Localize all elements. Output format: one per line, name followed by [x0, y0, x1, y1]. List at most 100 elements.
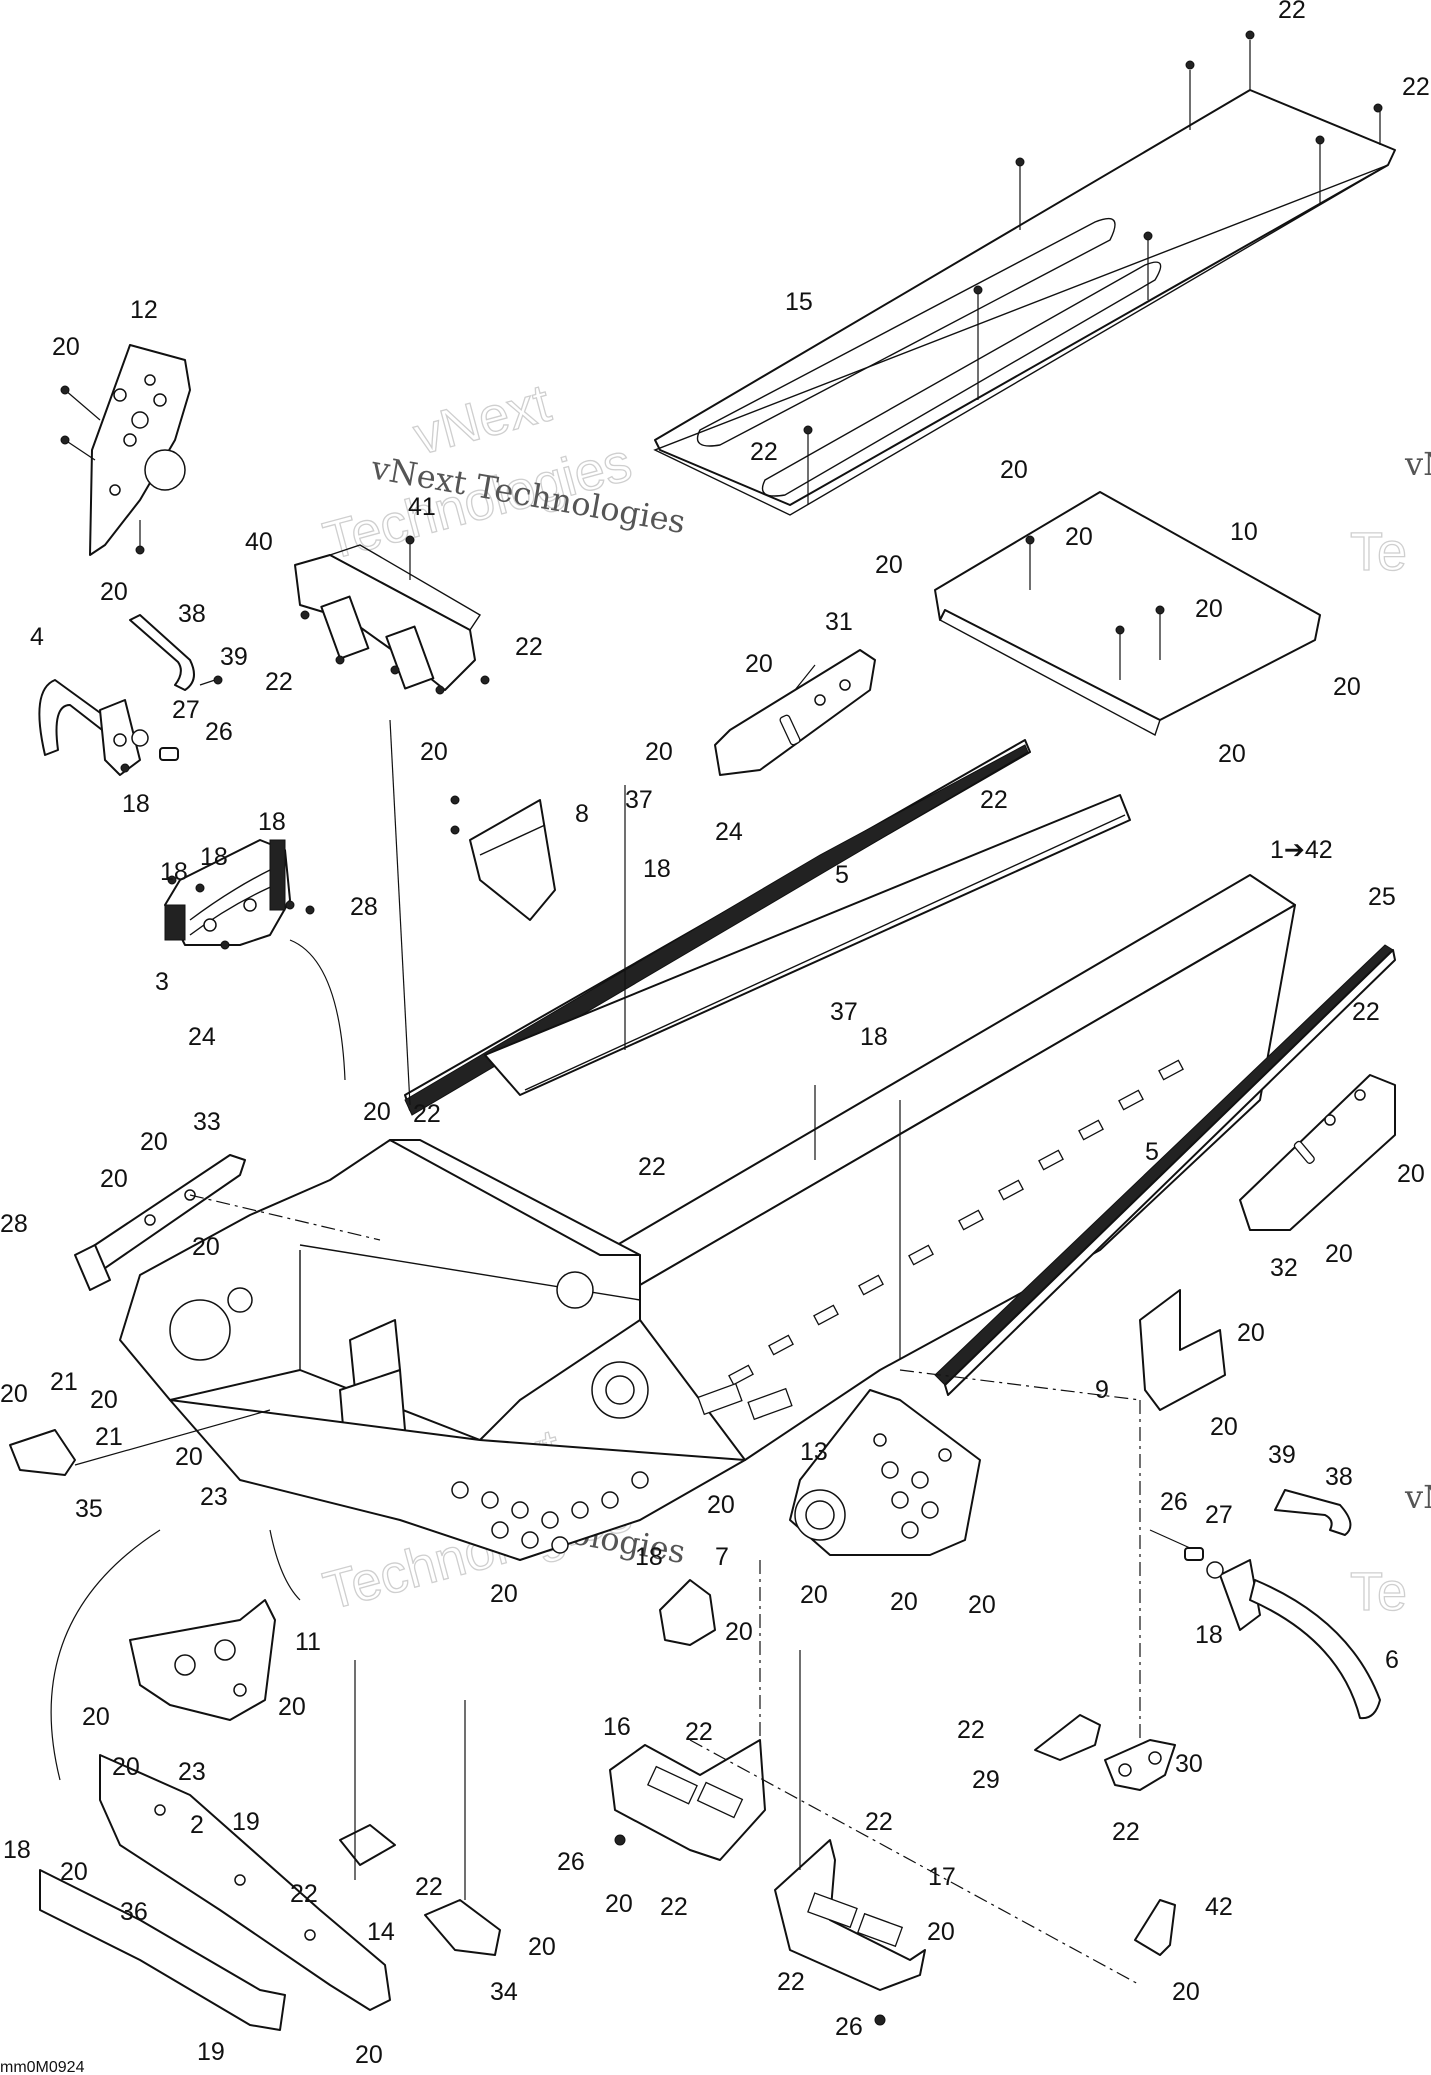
callout-20: 20 — [100, 578, 128, 606]
callout-22: 22 — [415, 1873, 443, 1901]
callout-32: 32 — [1270, 1254, 1298, 1282]
callout-20: 20 — [927, 1918, 955, 1946]
callout-20: 20 — [528, 1933, 556, 1961]
part-16-bracket — [609, 1739, 766, 1861]
callout-11: 11 — [295, 1628, 321, 1656]
callout-19: 19 — [232, 1808, 260, 1836]
callout-20: 20 — [1333, 673, 1361, 701]
part-32-bracket — [1239, 1074, 1396, 1231]
part-7-bracket — [659, 1579, 716, 1646]
callout-18: 18 — [3, 1836, 31, 1864]
callout-22: 22 — [980, 786, 1008, 814]
part-38-left-strap — [129, 614, 223, 691]
part-4-left-handle — [38, 679, 141, 776]
callout-18: 18 — [643, 855, 671, 883]
callout-37: 37 — [830, 998, 858, 1026]
callout-20: 20 — [100, 1165, 128, 1193]
callout-22: 22 — [638, 1153, 666, 1181]
part-1-tunnel — [119, 874, 1296, 1561]
callout-22: 22 — [777, 1968, 805, 1996]
callout-18: 18 — [860, 1023, 888, 1051]
callout-20: 20 — [645, 738, 673, 766]
callout-38: 38 — [1325, 1463, 1353, 1491]
callout-25: 25 — [1368, 883, 1396, 911]
callout-20: 20 — [605, 1890, 633, 1918]
callout-22: 22 — [1278, 0, 1306, 24]
callout-20: 20 — [140, 1128, 168, 1156]
callout-18: 18 — [122, 790, 150, 818]
callout-24: 24 — [188, 1023, 216, 1051]
callout-41: 41 — [408, 493, 436, 521]
part-24-rail — [404, 739, 1131, 1116]
floor-holes — [451, 1471, 649, 1554]
callout-20: 20 — [420, 738, 448, 766]
callout-20: 20 — [175, 1443, 203, 1471]
drawing-code: mm0M0924 — [0, 2059, 85, 2075]
callout-6: 6 — [1385, 1646, 1399, 1674]
callout-21: 21 — [50, 1368, 78, 1396]
watermark-edge-top: vN — [1404, 445, 1431, 483]
callout-38: 38 — [178, 600, 206, 628]
callout-19: 19 — [197, 2038, 225, 2066]
part-28-bracket — [74, 1244, 111, 1291]
part-17-bracket — [774, 1839, 926, 2026]
callout-20: 20 — [800, 1581, 828, 1609]
callout-33: 33 — [193, 1108, 221, 1136]
callout-5: 5 — [1145, 1138, 1159, 1166]
callout-16: 16 — [603, 1713, 631, 1741]
part-31-bracket — [714, 649, 876, 776]
callout-20: 20 — [52, 333, 80, 361]
callout-23: 23 — [178, 1758, 206, 1786]
part-15-tunnel-panel — [653, 30, 1396, 516]
leader-lines — [50, 719, 1191, 1986]
callout-22: 22 — [660, 1893, 688, 1921]
callout-18: 18 — [258, 808, 286, 836]
callout-26: 26 — [1160, 1488, 1188, 1516]
part-6-right-handle — [1184, 1547, 1381, 1720]
callout-23: 23 — [200, 1483, 228, 1511]
callout-8: 8 — [575, 800, 589, 828]
callout-20: 20 — [968, 1591, 996, 1619]
callout-35: 35 — [75, 1495, 103, 1523]
callout-22: 22 — [1402, 73, 1430, 101]
callout-20: 20 — [1195, 595, 1223, 623]
callout-18: 18 — [635, 1543, 663, 1571]
callout-12: 12 — [130, 296, 158, 324]
callout-20: 20 — [725, 1618, 753, 1646]
callout-37: 37 — [625, 786, 653, 814]
callout-22: 22 — [290, 1880, 318, 1908]
part-11-bracket — [129, 1599, 276, 1721]
part-8-plate — [450, 795, 556, 921]
callout-3: 3 — [155, 968, 169, 996]
callout-20: 20 — [60, 1858, 88, 1886]
tunnel-slots — [728, 1059, 1184, 1386]
callout-22: 22 — [515, 633, 543, 661]
callout-20: 20 — [490, 1580, 518, 1608]
callout-24: 24 — [715, 818, 743, 846]
callout-22: 22 — [413, 1100, 441, 1128]
part-25-rail — [934, 944, 1396, 1396]
callout-20: 20 — [1237, 1319, 1265, 1347]
callout-31: 31 — [825, 608, 853, 636]
watermark-edge-mid-big: Te — [1350, 1562, 1407, 1622]
callout-26: 26 — [835, 2013, 863, 2041]
callout-42: 42 — [1205, 1893, 1233, 1921]
part-35-bracket — [9, 1429, 76, 1476]
callout-28: 28 — [350, 893, 378, 921]
callout-20: 20 — [90, 1386, 118, 1414]
callout-29: 29 — [972, 1766, 1000, 1794]
part-13-side-plate — [789, 1389, 981, 1556]
part-34-bracket — [424, 1899, 501, 1956]
callout-22: 22 — [685, 1718, 713, 1746]
callout-20: 20 — [890, 1588, 918, 1616]
part-27-26-left-hardware — [120, 729, 179, 773]
callout-20: 20 — [875, 551, 903, 579]
part-38-right-strap — [1274, 1489, 1352, 1536]
callout-20: 20 — [0, 1380, 28, 1408]
callout-20: 20 — [112, 1753, 140, 1781]
watermark-big-top-1: vNext — [408, 373, 557, 467]
callout-27: 27 — [1205, 1501, 1233, 1529]
part-12-side-plate — [60, 344, 191, 556]
